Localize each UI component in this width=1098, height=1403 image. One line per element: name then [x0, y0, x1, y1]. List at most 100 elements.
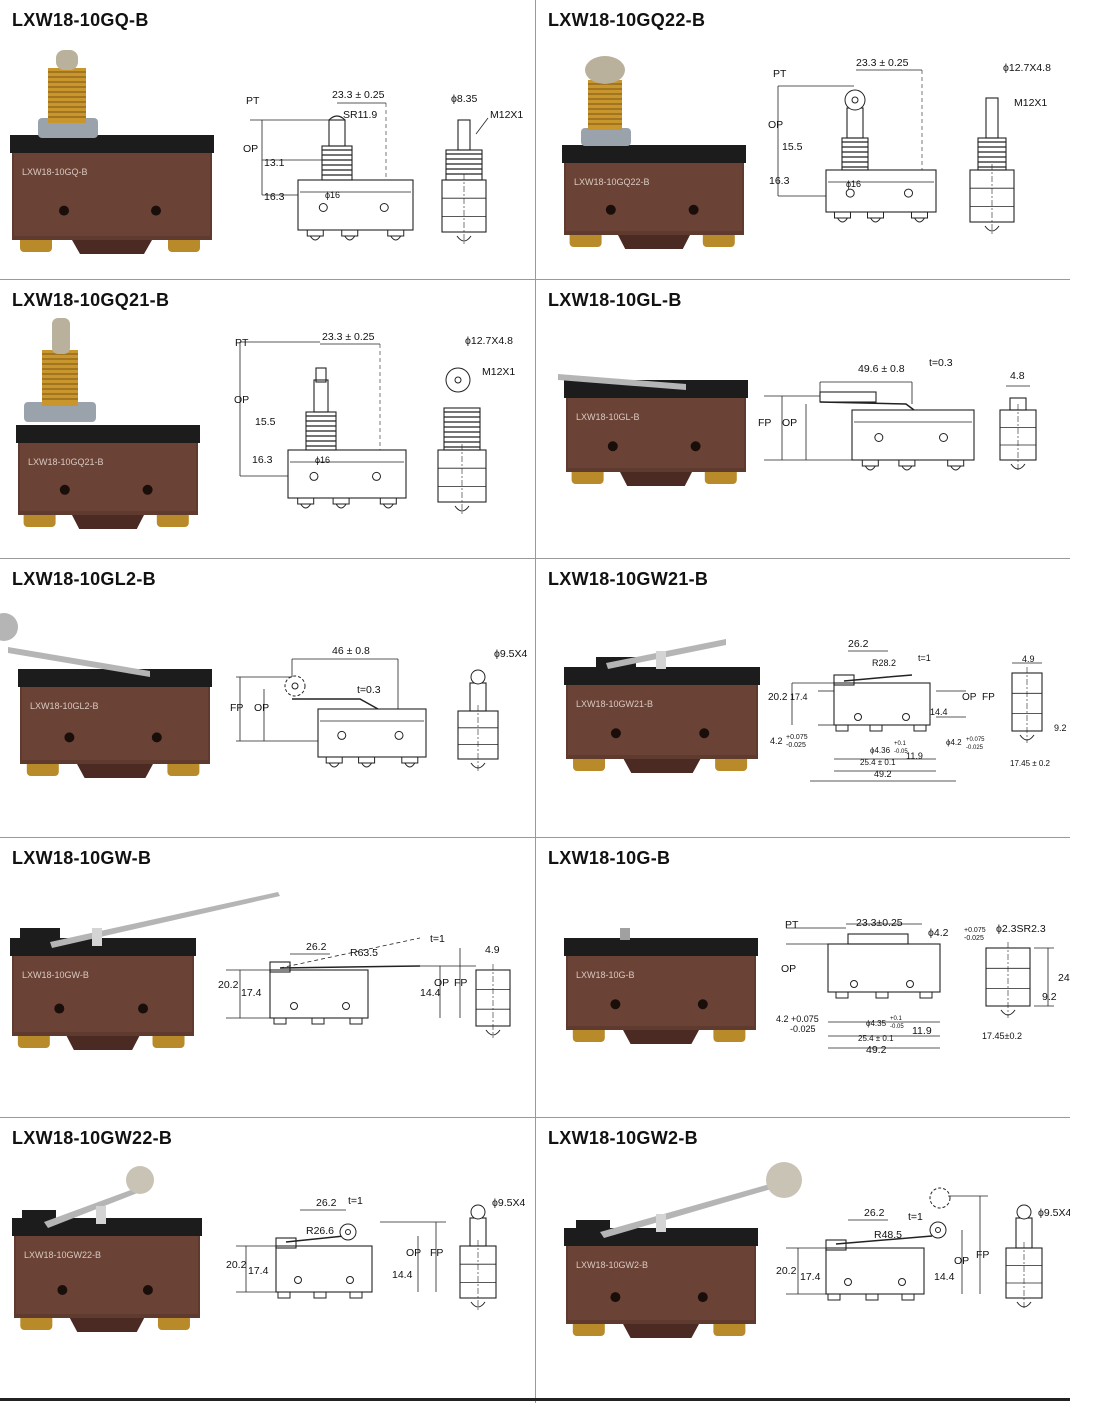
- product-title: LXW18-10GQ22-B: [548, 10, 706, 30]
- mounting-hole: [337, 730, 347, 740]
- switch-body-face: [568, 394, 744, 468]
- spring: [96, 1206, 106, 1224]
- page-margin: [1070, 0, 1098, 1403]
- dimension-label: t=1: [908, 1211, 923, 1223]
- dimension-label: 14.4: [420, 987, 441, 999]
- dimension-label: 14.4: [392, 1269, 413, 1281]
- drawing-lever: [835, 1235, 933, 1245]
- dimension-label: 4.2: [770, 736, 783, 746]
- dimension-label: 20.2: [226, 1259, 247, 1271]
- drawing-lever-travel: [279, 937, 421, 969]
- mounting-hole: [59, 484, 70, 495]
- dimension-label: FP: [430, 1247, 443, 1259]
- terminal-block: [72, 240, 152, 254]
- drawing-terminal: [835, 725, 849, 732]
- dimension-label: OP: [243, 143, 258, 155]
- drawing-hinge: [269, 961, 291, 973]
- row-divider: [0, 279, 1070, 280]
- drawing-terminal: [387, 230, 405, 237]
- part-number-print: LXW18-10GW-B: [22, 970, 89, 980]
- product-title: LXW18-10GW22-B: [12, 1128, 173, 1148]
- drawing-terminal: [313, 1292, 327, 1299]
- drawing-terminal: [306, 230, 324, 237]
- long-lever: [50, 892, 280, 948]
- drawing-terminal: [861, 460, 879, 467]
- mounting-hole: [697, 999, 708, 1010]
- roller: [126, 1166, 154, 1194]
- terminal-block: [623, 1030, 699, 1044]
- row-divider: [0, 558, 1070, 559]
- part-number-print: LXW18-10GL-B: [576, 412, 640, 422]
- dimension-label: +0.1: [890, 1016, 903, 1022]
- drawing-terminal: [919, 992, 933, 999]
- dimension-label: 26.2: [306, 941, 327, 953]
- drawing-terminal: [470, 762, 486, 769]
- drawing-lever-end: [819, 391, 877, 403]
- dimension-line: [475, 117, 489, 135]
- mounting-hole: [699, 728, 710, 739]
- threaded-bushing: [42, 350, 78, 406]
- mounting-hole: [844, 1278, 852, 1286]
- switch-body-face: [16, 1232, 198, 1314]
- terminal-block: [623, 759, 701, 773]
- mounting-hole: [854, 713, 862, 721]
- dimension-label: 15.5: [255, 416, 276, 428]
- dimension-label: 26.2: [864, 1207, 885, 1219]
- dimension-label: ϕ4.2: [928, 927, 949, 939]
- dimension-label: 20.2: [768, 692, 788, 703]
- dimension-label: +0.075: [786, 734, 808, 741]
- drawing-roller: [470, 1204, 486, 1220]
- dimension-label: 17.45±0.2: [982, 1031, 1022, 1041]
- dimension-label: -0.025: [964, 935, 984, 942]
- dimension-label: ϕ8.35: [451, 93, 477, 105]
- drawing-body: [317, 708, 427, 758]
- dimension-label: 13.1: [264, 157, 285, 169]
- mounting-hole: [57, 1285, 68, 1295]
- mounting-hole: [610, 999, 621, 1010]
- dimension-label: ϕ4.2: [946, 738, 962, 747]
- drawing-terminal: [914, 217, 925, 223]
- leaf-lever: [558, 374, 686, 390]
- switch-body-face: [14, 952, 192, 1032]
- mounting-hole: [394, 730, 404, 740]
- long-lever: [600, 1176, 802, 1238]
- drawing-terminal: [309, 235, 321, 241]
- dimension-label: FP: [230, 702, 243, 714]
- product-title: LXW18-10GL-B: [548, 290, 682, 310]
- dimension-label: t=1: [348, 1195, 363, 1207]
- dimension-label: 20.2: [776, 1265, 797, 1277]
- drawing-body: [269, 969, 369, 1019]
- column-divider: [535, 0, 536, 1403]
- drawing-terminal: [349, 1292, 363, 1299]
- dimension-label: +0.1: [894, 741, 907, 747]
- drawing-terminal: [361, 762, 373, 768]
- dimension-label: PT: [235, 337, 249, 349]
- dimension-label: ϕ9.5X4: [492, 1197, 525, 1209]
- switch-photo: LXW18-10GQ-B: [10, 135, 214, 254]
- drawing-roller-pin: [345, 1229, 351, 1235]
- drawing-terminal: [1000, 1009, 1016, 1016]
- mounting-hole: [294, 1276, 302, 1284]
- mounting-hole: [697, 1292, 708, 1303]
- mounting-hole: [688, 204, 699, 215]
- drawing-plunger: [846, 107, 864, 139]
- drawing-roller: [1016, 1204, 1032, 1220]
- mounting-hole: [605, 204, 616, 215]
- drawing-terminal: [947, 460, 965, 467]
- drawing-terminal: [344, 235, 356, 241]
- switch-photo: LXW18-10GL-B: [564, 380, 748, 486]
- mounting-hole: [610, 728, 621, 739]
- drawing-body: [827, 943, 941, 993]
- spring: [656, 1214, 666, 1232]
- switch-body-face: [568, 1242, 754, 1320]
- drawing-terminal: [913, 725, 927, 732]
- mounting-hole: [874, 433, 884, 442]
- dimension-label: OP: [434, 977, 449, 989]
- dimension-label: M12X1: [1014, 97, 1047, 109]
